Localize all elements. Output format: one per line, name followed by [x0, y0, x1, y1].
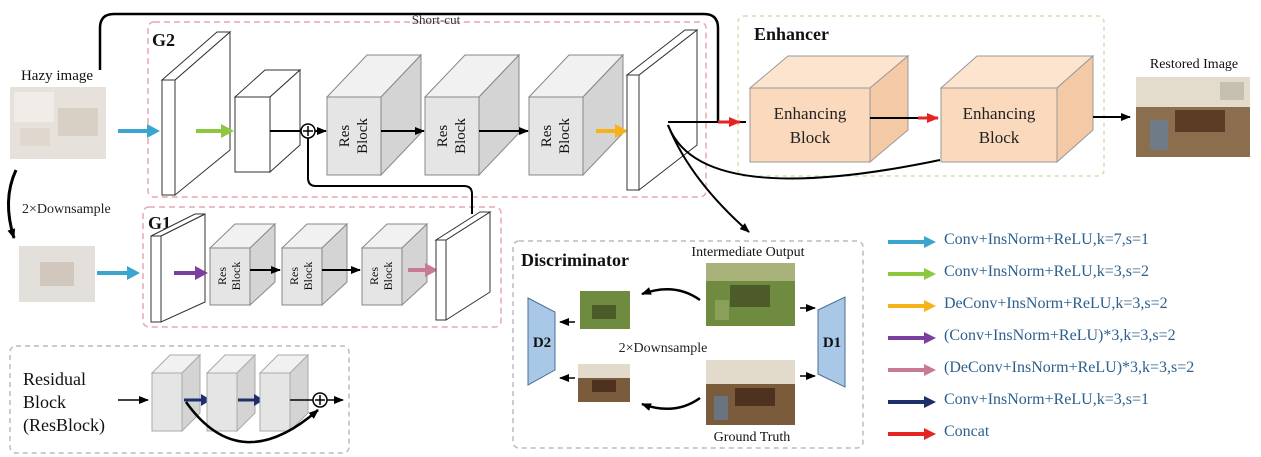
g1-to-g2-connection: [307, 138, 473, 214]
svg-text:Res: Res: [435, 125, 451, 148]
residual-conv-3: [258, 353, 310, 433]
legend-arrow-icon: [888, 364, 936, 376]
disc-downsample-label: 2×Downsample: [619, 341, 708, 356]
legend-arrow-icon: [888, 300, 936, 312]
g2-container: [147, 21, 707, 198]
downsample-label: 2×Downsample: [22, 202, 111, 217]
g2-output-layer: [625, 28, 699, 192]
svg-text:Enhancing: Enhancing: [774, 104, 847, 123]
restored-image-thumbnail: [1136, 77, 1250, 157]
g1-conv-layer-1: [150, 213, 206, 323]
short-cut-label: Short-cut: [412, 12, 461, 27]
legend-label: (Conv+InsNorm+ReLU)*3,k=3,s=2: [944, 327, 1176, 344]
legend-item: Concat: [888, 422, 1260, 446]
legend-label: Concat: [944, 423, 990, 440]
g2-res-block-2: Res Block: [423, 53, 521, 177]
g2-res-block-3: Res Block: [527, 53, 625, 177]
disc-downsample-arrow-bottom: [641, 396, 701, 411]
svg-text:Block: Block: [557, 118, 573, 154]
svg-text:Res: Res: [215, 267, 229, 285]
svg-text:D1: D1: [823, 335, 841, 351]
legend-label: Conv+InsNorm+ReLU,k=7,s=1: [944, 231, 1149, 248]
g2-conv-layer-2: [233, 68, 302, 174]
enhancer-container: [737, 15, 1105, 177]
ground-truth-thumbnail: [706, 360, 795, 425]
legend-item: Conv+InsNorm+ReLU,k=3,s=2: [888, 262, 1260, 286]
legend-label: Conv+InsNorm+ReLU,k=3,s=2: [944, 263, 1149, 280]
legend-item: DeConv+InsNorm+ReLU,k=3,s=2: [888, 294, 1260, 318]
legend-item: Conv+InsNorm+ReLU,k=7,s=1: [888, 230, 1260, 254]
ground-truth-label: Ground Truth: [714, 430, 791, 445]
legend-arrow-icon: [888, 428, 936, 440]
residual-block-container: [9, 345, 350, 454]
residual-conv-2: [205, 353, 257, 433]
intermediate-output-label: Intermediate Output: [691, 245, 804, 260]
legend-item: Conv+InsNorm+ReLU,k=3,s=1: [888, 390, 1260, 414]
enhancing-block-2: Enhancing Block: [939, 54, 1095, 164]
g1-label: G1: [148, 213, 171, 233]
d2-discriminator: D2: [527, 297, 556, 386]
g1-res-block-2: Res Block: [280, 222, 349, 307]
svg-text:Enhancing: Enhancing: [963, 104, 1036, 123]
discriminator-container: [512, 240, 864, 449]
hazy-image-label: Hazy image: [21, 68, 93, 84]
g2-conv-layer-1: [160, 30, 232, 197]
legend-label: (DeConv+InsNorm+ReLU)*3,k=3,s=2: [944, 359, 1195, 376]
residual-block-label-line3: (ResBlock): [23, 415, 105, 436]
svg-text:Res: Res: [539, 125, 555, 148]
svg-text:Block: Block: [979, 128, 1020, 147]
svg-text:Res: Res: [367, 267, 381, 285]
intermediate-output-thumbnail: [706, 263, 795, 326]
disc-downsample-arrow-top: [641, 287, 701, 302]
discriminator-label: Discriminator: [521, 250, 629, 270]
enhancing-block-1: Enhancing Block: [748, 54, 910, 164]
g2-res-block-1: Res Block: [325, 53, 423, 177]
g1-res-block-1: Res Block: [208, 222, 277, 307]
residual-block-label-line2: Block: [23, 392, 66, 412]
svg-text:Block: Block: [790, 128, 831, 147]
svg-text:Block: Block: [453, 118, 469, 154]
short-cut-path: [98, 12, 720, 122]
svg-text:D2: D2: [533, 335, 551, 351]
residual-conv-1: [150, 353, 202, 433]
hazy-image-small-thumbnail: [19, 246, 95, 302]
intermediate-output-small-thumbnail: [580, 291, 630, 329]
restored-image-label: Restored Image: [1150, 57, 1238, 72]
residual-block-label-line1: Residual: [23, 369, 86, 389]
residual-skip-connection: [184, 401, 319, 444]
downsample-arrow: [6, 169, 18, 239]
legend-label: Conv+InsNorm+ReLU,k=3,s=1: [944, 391, 1149, 408]
enhancer-label: Enhancer: [754, 24, 829, 44]
legend-label: DeConv+InsNorm+ReLU,k=3,s=2: [944, 295, 1168, 312]
legend-item: (DeConv+InsNorm+ReLU)*3,k=3,s=2: [888, 358, 1260, 382]
g2-label: G2: [152, 30, 175, 50]
g2-to-discriminator-arrow: [667, 124, 750, 233]
ground-truth-small-thumbnail: [578, 364, 630, 402]
legend-arrow-icon: [888, 332, 936, 344]
hazy-image-thumbnail: [10, 87, 106, 159]
legend-item: (Conv+InsNorm+ReLU)*3,k=3,s=2: [888, 326, 1260, 350]
svg-text:Res: Res: [337, 125, 353, 148]
g1-res-block-3: Res Block: [360, 222, 429, 307]
svg-text:Block: Block: [381, 262, 395, 291]
svg-text:Block: Block: [229, 262, 243, 291]
svg-text:Block: Block: [301, 262, 315, 291]
residual-sum-node: [312, 392, 328, 408]
g1-container: [142, 206, 502, 328]
svg-text:Block: Block: [355, 118, 371, 154]
g2-skip-to-enhancer-end: [667, 124, 941, 180]
g1-output-layer: [434, 211, 492, 321]
g2-sum-node: [300, 123, 316, 139]
legend-arrow-icon: [888, 236, 936, 248]
legend-arrow-icon: [888, 396, 936, 408]
d1-discriminator: D1: [817, 296, 846, 388]
svg-text:Res: Res: [287, 267, 301, 285]
legend-arrow-icon: [888, 268, 936, 280]
